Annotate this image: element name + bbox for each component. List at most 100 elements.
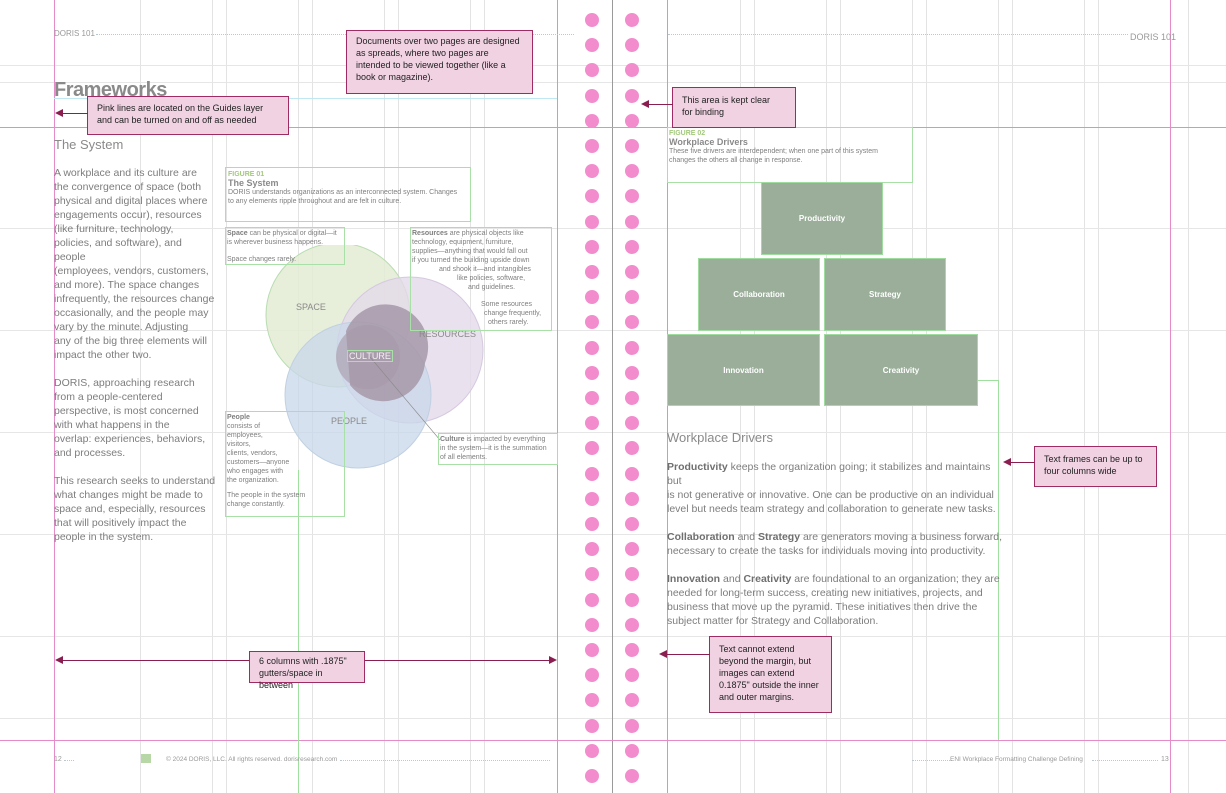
binding-dot <box>585 542 599 556</box>
binding-dot <box>585 164 599 178</box>
paragraph: Productivity keeps the organization goin… <box>667 461 996 515</box>
doris-logo-icon <box>141 754 151 763</box>
footer-copyright: © 2024 DORIS, LLC. All rights reserved. … <box>166 756 338 763</box>
text-frames-arrow <box>1010 462 1035 463</box>
arrowhead-left-icon <box>659 650 667 658</box>
binding-dot <box>625 441 639 455</box>
binding-dot <box>625 215 639 229</box>
binding-dot <box>625 542 639 556</box>
figure-caption: DORIS understands organizations as an in… <box>228 189 458 205</box>
binding-dot <box>585 719 599 733</box>
collaboration-box: Collaboration <box>698 258 820 331</box>
binding-dot <box>625 240 639 254</box>
binding-dot <box>585 240 599 254</box>
binding-dot <box>625 467 639 481</box>
columns-note: 6 columns with .1875"gutters/space in be… <box>249 651 365 690</box>
binding-dot <box>585 38 599 52</box>
strategy-box: Strategy <box>824 258 946 331</box>
figure-label: FIGURE 01 <box>228 171 265 178</box>
binding-dot <box>625 391 639 405</box>
footer-doc-title: ENI Workplace Formatting Challenge Defin… <box>950 756 1083 763</box>
body-text-right: Productivity keeps the organization goin… <box>667 460 1007 628</box>
culture-note: Culture is impacted by everything in the… <box>438 433 558 465</box>
running-header-right: DORIS 101 <box>1130 32 1177 42</box>
binding-dot <box>625 618 639 632</box>
binding-dot <box>625 567 639 581</box>
creativity-box: Creativity <box>824 334 978 406</box>
binding-dot <box>625 668 639 682</box>
culture-label: CULTURE <box>347 350 393 362</box>
binding-arrow <box>648 104 673 105</box>
culture-leader-line <box>369 356 441 441</box>
binding-dot <box>585 189 599 203</box>
binding-dot <box>625 189 639 203</box>
binding-dot <box>585 517 599 531</box>
binding-dot <box>585 643 599 657</box>
section-title-drivers: Workplace Drivers <box>667 430 773 445</box>
binding-dot <box>625 769 639 783</box>
space-label: SPACE <box>296 302 326 312</box>
people-label: PEOPLE <box>331 416 368 426</box>
binding-dot <box>625 517 639 531</box>
binding-dot <box>585 139 599 153</box>
figure-title: The System <box>228 178 279 188</box>
page-number-right: 13 <box>1161 756 1169 763</box>
binding-dot <box>625 693 639 707</box>
innovation-box: Innovation <box>667 334 820 406</box>
binding-dot <box>585 567 599 581</box>
figure-title: Workplace Drivers <box>669 137 748 147</box>
productivity-box: Productivity <box>761 182 883 255</box>
resources-note: Resources are physical objects like tech… <box>410 227 552 331</box>
binding-dot <box>585 391 599 405</box>
binding-dot <box>625 643 639 657</box>
binding-dot <box>625 315 639 329</box>
binding-dot <box>585 492 599 506</box>
figure-label: FIGURE 02 <box>669 130 706 137</box>
binding-dot <box>585 13 599 27</box>
binding-dot <box>625 366 639 380</box>
binding-dot <box>585 315 599 329</box>
binding-dot <box>625 13 639 27</box>
arrowhead-left-icon <box>55 656 63 664</box>
binding-dot <box>625 89 639 103</box>
binding-dot <box>625 114 639 128</box>
figure-02-caption-frame: FIGURE 02 Workplace Drivers These five d… <box>667 127 913 183</box>
binding-dot <box>585 668 599 682</box>
culture-center <box>336 325 400 389</box>
binding-dot <box>585 618 599 632</box>
people-note: People consists of employees, visitors, … <box>225 411 345 517</box>
binding-dot <box>585 63 599 77</box>
space-note: Space can be physical or digital—it is w… <box>225 227 345 265</box>
page-heading: Frameworks <box>54 79 167 101</box>
binding-dot <box>625 416 639 430</box>
guides-note: Pink lines are located on the Guides lay… <box>87 96 289 135</box>
running-header-left: DORIS 101 <box>54 29 95 38</box>
binding-dot <box>585 341 599 355</box>
binding-dot <box>625 492 639 506</box>
guides-arrow <box>62 113 88 114</box>
binding-dot <box>585 593 599 607</box>
binding-dot <box>625 265 639 279</box>
arrowhead-left-icon <box>641 100 649 108</box>
binding-dot <box>585 769 599 783</box>
binding-dot <box>625 719 639 733</box>
binding-dot <box>625 63 639 77</box>
binding-dot <box>625 139 639 153</box>
page-number-left: 12 <box>54 756 62 763</box>
arrowhead-left-icon <box>55 109 63 117</box>
paragraph: Innovation and Creativity are foundation… <box>667 573 1000 627</box>
binding-dot <box>585 215 599 229</box>
arrowhead-left-icon <box>1003 458 1011 466</box>
binding-dot <box>585 416 599 430</box>
figure-caption: These five drivers are interdependent; w… <box>669 148 878 164</box>
section-title-system: The System <box>54 137 124 152</box>
binding-dot <box>585 265 599 279</box>
binding-dot <box>625 593 639 607</box>
